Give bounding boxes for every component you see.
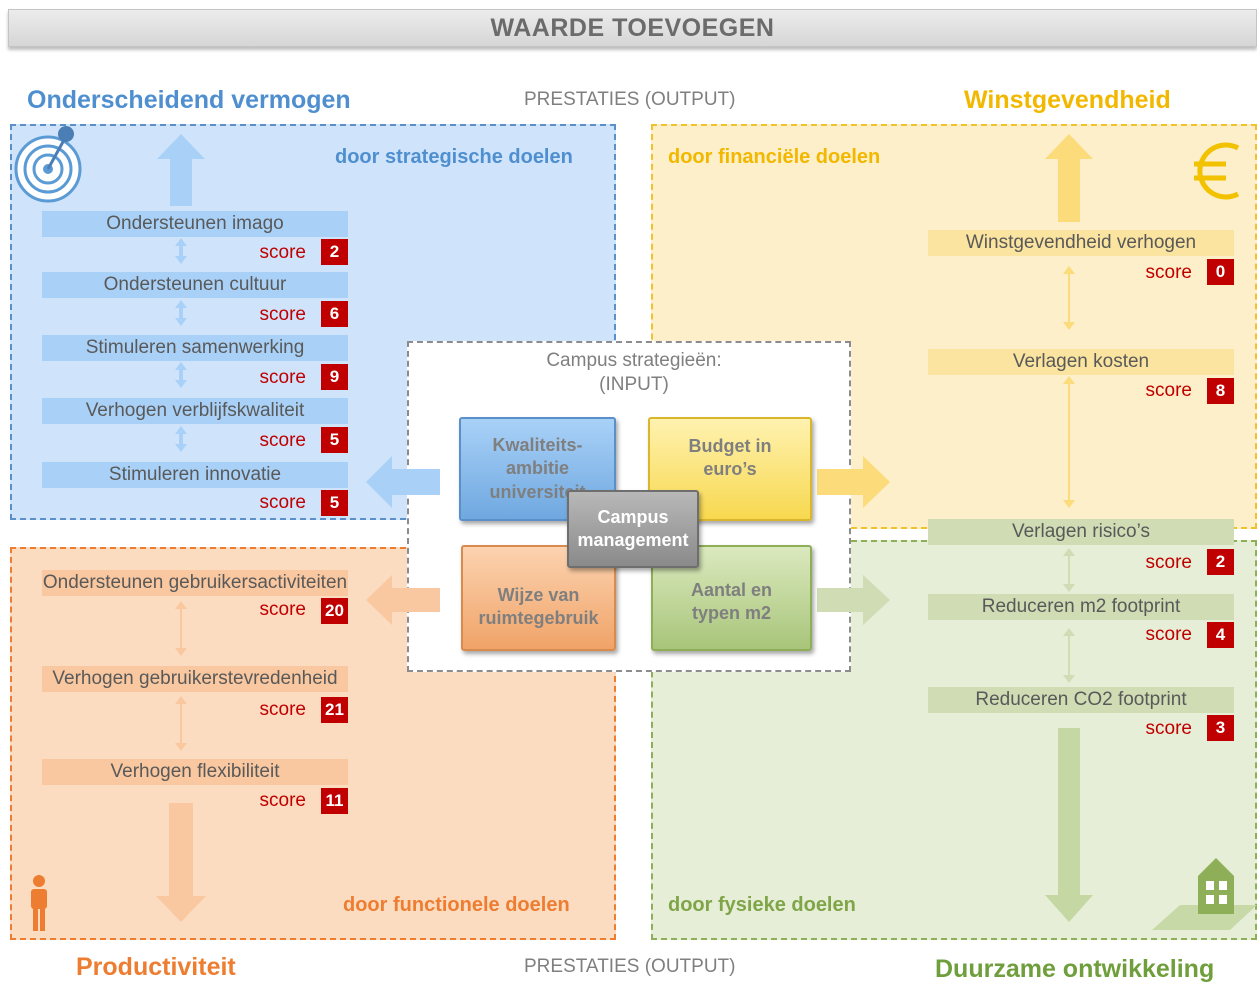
- score-value: 2: [321, 239, 348, 265]
- objective-verhogen-flexibiliteit: Verhogen flexibiliteit: [42, 759, 348, 785]
- score-label: score: [1145, 552, 1192, 573]
- tile-kwaliteitsambitie-label: Kwaliteits-ambitie universiteit: [489, 434, 586, 502]
- campus-strategies-title-line1: Campus strategieën:: [546, 350, 722, 371]
- objective-verlagen-kosten: Verlagen kosten: [928, 349, 1234, 375]
- label-strategic: door strategische doelen: [335, 146, 573, 168]
- arrow-right-green: [817, 575, 890, 625]
- score-value: 4: [1207, 622, 1234, 648]
- euro-icon: [1194, 142, 1240, 200]
- objective-reduceren-co2-footprint: Reduceren CO2 footprint: [928, 687, 1234, 713]
- page-title: WAARDE TOEVOEGEN: [8, 9, 1257, 47]
- label-functional: door functionele doelen: [343, 894, 570, 916]
- label-financial: door financiële doelen: [668, 146, 881, 168]
- yellow-up-arrow: [1045, 134, 1093, 222]
- score-label: score: [259, 242, 306, 263]
- score-label: score: [259, 492, 306, 513]
- target-icon: [14, 126, 82, 203]
- orange-down-arrow: [156, 803, 206, 922]
- objective-stimuleren-samenwerking: Stimuleren samenwerking: [42, 335, 348, 361]
- score-value: 3: [1207, 715, 1234, 741]
- objective-ondersteunen-gebruikersactiviteiten: Ondersteunen gebruikersactiviteiten: [42, 570, 348, 596]
- objective-ondersteunen-cultuur: Ondersteunen cultuur: [42, 272, 348, 298]
- title-winstgevendheid: Winstgevendheid: [964, 86, 1171, 114]
- campus-strategies-title-line2: (INPUT): [599, 373, 669, 395]
- objective-verlagen-risicos: Verlagen risico’s: [928, 519, 1234, 545]
- person-icon: [31, 875, 47, 931]
- score-label: score: [259, 430, 306, 451]
- score-value: 2: [1207, 549, 1234, 575]
- score-value: 5: [321, 427, 348, 453]
- score-value: 21: [321, 697, 348, 723]
- tile-campus-management: Campus management: [567, 490, 699, 568]
- score-value: 11: [321, 788, 348, 814]
- score-value: 9: [321, 364, 348, 390]
- arrow-left-blue: [366, 456, 440, 508]
- objective-verhogen-gebruikerstevredenheid: Verhogen gebruikerstevredenheid: [42, 666, 348, 692]
- score-label: score: [259, 790, 306, 811]
- score-value: 20: [321, 598, 348, 624]
- tile-ruimtegebruik-label: Wijze van ruimtegebruik: [478, 584, 599, 628]
- arrow-right-yellow: [817, 456, 890, 508]
- tile-aantal-typen-m2-label: Aantal en typen m2: [690, 579, 773, 623]
- building-icon: [1152, 858, 1257, 930]
- objective-winstgevendheid-verhogen: Winstgevendheid verhogen: [928, 230, 1234, 256]
- objective-ondersteunen-imago: Ondersteunen imago: [42, 211, 348, 237]
- title-onderscheidend-vermogen: Onderscheidend vermogen: [27, 86, 351, 114]
- green-down-arrow: [1045, 728, 1093, 922]
- tile-campus-management-label: Campus management: [577, 506, 689, 550]
- tile-kwaliteitsambitie: Kwaliteits-ambitie universiteit: [459, 417, 616, 521]
- output-label-bottom: PRESTATIES (OUTPUT): [524, 956, 736, 977]
- score-label: score: [259, 599, 306, 620]
- title-productiviteit: Productiviteit: [76, 953, 236, 981]
- score-label: score: [1145, 624, 1192, 645]
- objective-reduceren-m2-footprint: Reduceren m2 footprint: [928, 594, 1234, 620]
- score-value: 5: [321, 490, 348, 516]
- label-physical: door fysieke doelen: [668, 894, 856, 916]
- yellow-connectors: [1063, 266, 1075, 508]
- output-label-top: PRESTATIES (OUTPUT): [524, 89, 736, 110]
- objective-stimuleren-innovatie: Stimuleren innovatie: [42, 462, 348, 488]
- objective-verhogen-verblijfskwaliteit: Verhogen verblijfskwaliteit: [42, 398, 348, 424]
- score-label: score: [259, 367, 306, 388]
- tile-budget-label: Budget in euro’s: [688, 435, 772, 479]
- score-label: score: [1145, 262, 1192, 283]
- score-label: score: [259, 304, 306, 325]
- score-label: score: [259, 699, 306, 720]
- arrow-left-orange: [366, 575, 440, 625]
- green-connectors: [1063, 548, 1075, 683]
- score-label: score: [1145, 718, 1192, 739]
- title-duurzame-ontwikkeling: Duurzame ontwikkeling: [935, 955, 1215, 983]
- blue-up-arrow: [157, 134, 205, 206]
- score-label: score: [1145, 380, 1192, 401]
- score-value: 6: [321, 301, 348, 327]
- campus-strategies-title: Campus strategieën: (INPUT): [500, 349, 768, 397]
- blue-connectors: [175, 238, 187, 452]
- orange-connectors: [175, 601, 187, 751]
- score-value: 8: [1207, 378, 1234, 404]
- financial-quadrant: [651, 124, 1257, 529]
- score-value: 0: [1207, 259, 1234, 285]
